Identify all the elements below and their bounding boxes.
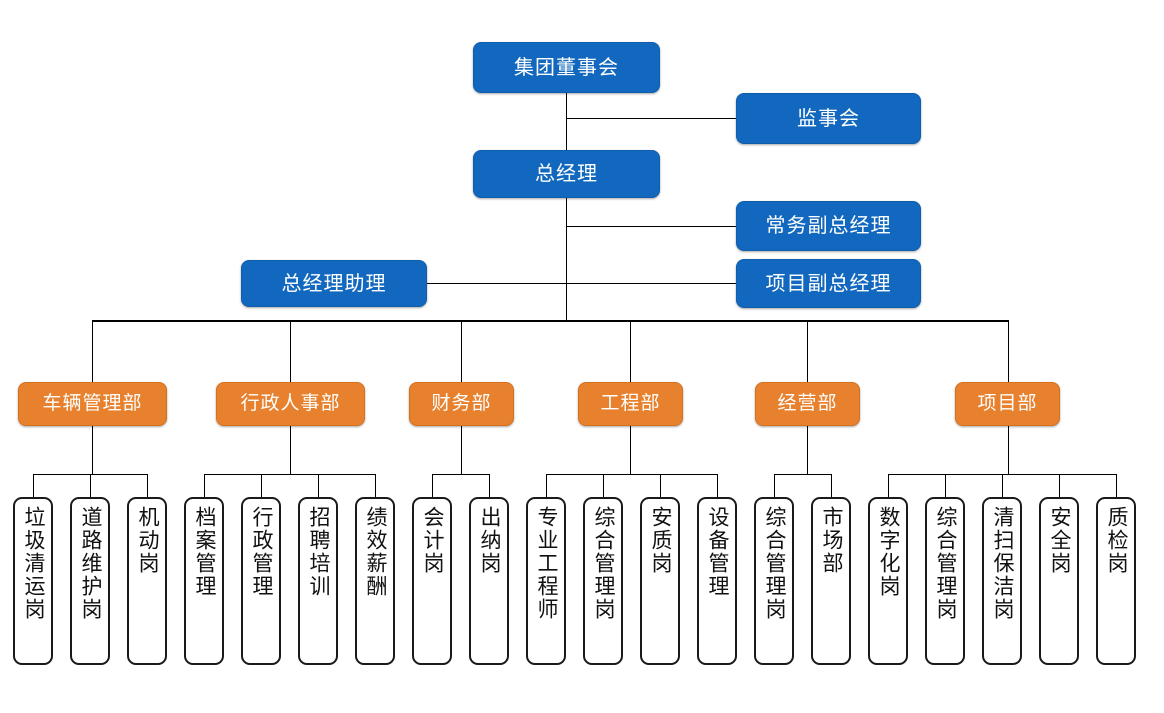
drop-to-dept-0 xyxy=(92,320,93,382)
drop-leaf-0-0 xyxy=(33,474,34,497)
drop-leaf-1-1 xyxy=(261,474,262,497)
leaf-label: 综合管理岗 xyxy=(592,506,616,621)
leaf-label: 设备管理 xyxy=(706,506,730,598)
leaf-label: 出纳岗 xyxy=(478,506,502,575)
drop-leaf-5-4 xyxy=(1116,474,1117,497)
leaf-label: 档案管理 xyxy=(193,506,217,598)
leaf-label: 综合管理岗 xyxy=(763,506,787,621)
leaf-position-5-2[interactable]: 清扫保洁岗 xyxy=(982,497,1022,665)
drop-leaf-1-3 xyxy=(375,474,376,497)
leaf-position-1-1[interactable]: 行政管理 xyxy=(241,497,281,665)
drop-to-dept-2 xyxy=(461,320,462,382)
leaf-label: 行政管理 xyxy=(250,506,274,598)
leaf-label: 绩效薪酬 xyxy=(364,506,388,598)
leaf-label: 质检岗 xyxy=(1105,506,1129,575)
leaf-position-3-1[interactable]: 综合管理岗 xyxy=(583,497,623,665)
node-department-5[interactable]: 项目部 xyxy=(955,382,1060,426)
node-general-manager[interactable]: 总经理 xyxy=(473,150,660,198)
stem-dept-3 xyxy=(630,425,631,474)
department-bus xyxy=(92,320,1009,322)
connector-board-to-supervisory xyxy=(566,118,736,119)
leaf-position-4-1[interactable]: 市场部 xyxy=(811,497,851,665)
drop-leaf-3-0 xyxy=(546,474,547,497)
leaf-position-5-1[interactable]: 综合管理岗 xyxy=(925,497,965,665)
drop-leaf-1-0 xyxy=(204,474,205,497)
drop-to-dept-5 xyxy=(1008,320,1009,382)
stem-dept-0 xyxy=(92,425,93,474)
leaf-position-0-0[interactable]: 垃圾清运岗 xyxy=(13,497,53,665)
drop-to-dept-4 xyxy=(807,320,808,382)
bus-dept-1 xyxy=(204,474,376,475)
drop-leaf-2-0 xyxy=(432,474,433,497)
connector-gm-trunk xyxy=(566,198,567,321)
leaf-label: 会计岗 xyxy=(421,506,445,575)
node-gm-assistant[interactable]: 总经理助理 xyxy=(241,260,427,307)
leaf-position-5-0[interactable]: 数字化岗 xyxy=(868,497,908,665)
leaf-label: 安全岗 xyxy=(1048,506,1072,575)
leaf-label: 机动岗 xyxy=(136,506,160,575)
drop-leaf-5-3 xyxy=(1059,474,1060,497)
leaf-label: 专业工程师 xyxy=(535,506,559,621)
drop-leaf-4-1 xyxy=(831,474,832,497)
leaf-position-1-2[interactable]: 招聘培训 xyxy=(298,497,338,665)
leaf-label: 清扫保洁岗 xyxy=(991,506,1015,621)
node-department-3[interactable]: 工程部 xyxy=(578,382,683,426)
node-executive-vice-gm[interactable]: 常务副总经理 xyxy=(736,201,921,251)
drop-leaf-5-2 xyxy=(1002,474,1003,497)
leaf-position-1-3[interactable]: 绩效薪酬 xyxy=(355,497,395,665)
leaf-position-3-2[interactable]: 安质岗 xyxy=(640,497,680,665)
leaf-position-1-0[interactable]: 档案管理 xyxy=(184,497,224,665)
stem-dept-5 xyxy=(1008,425,1009,474)
drop-leaf-4-0 xyxy=(774,474,775,497)
leaf-position-2-0[interactable]: 会计岗 xyxy=(412,497,452,665)
node-board-of-directors[interactable]: 集团董事会 xyxy=(473,42,660,93)
connector-gm-to-assistant xyxy=(427,283,566,284)
leaf-position-0-1[interactable]: 道路维护岗 xyxy=(70,497,110,665)
leaf-label: 综合管理岗 xyxy=(934,506,958,621)
drop-leaf-0-1 xyxy=(90,474,91,497)
leaf-position-3-0[interactable]: 专业工程师 xyxy=(526,497,566,665)
stem-dept-1 xyxy=(290,425,291,474)
stem-dept-2 xyxy=(461,425,462,474)
bus-dept-2 xyxy=(432,474,490,475)
leaf-label: 安质岗 xyxy=(649,506,673,575)
leaf-position-4-0[interactable]: 综合管理岗 xyxy=(754,497,794,665)
drop-leaf-2-1 xyxy=(489,474,490,497)
drop-to-dept-3 xyxy=(630,320,631,382)
leaf-label: 招聘培训 xyxy=(307,506,331,598)
connector-gm-to-exec-vice xyxy=(566,226,736,227)
connector-board-to-gm xyxy=(566,92,567,152)
leaf-position-0-2[interactable]: 机动岗 xyxy=(127,497,167,665)
node-supervisory-board[interactable]: 监事会 xyxy=(736,93,921,144)
leaf-label: 市场部 xyxy=(820,506,844,575)
leaf-label: 道路维护岗 xyxy=(79,506,103,621)
leaf-position-5-3[interactable]: 安全岗 xyxy=(1039,497,1079,665)
node-project-vice-gm[interactable]: 项目副总经理 xyxy=(736,259,921,308)
drop-leaf-1-2 xyxy=(318,474,319,497)
bus-dept-3 xyxy=(546,474,718,475)
node-department-1[interactable]: 行政人事部 xyxy=(216,382,365,426)
drop-to-dept-1 xyxy=(290,320,291,382)
node-department-0[interactable]: 车辆管理部 xyxy=(18,382,167,426)
drop-leaf-3-1 xyxy=(603,474,604,497)
leaf-position-2-1[interactable]: 出纳岗 xyxy=(469,497,509,665)
drop-leaf-3-3 xyxy=(717,474,718,497)
connector-gm-to-project-vice xyxy=(566,283,736,284)
leaf-position-3-3[interactable]: 设备管理 xyxy=(697,497,737,665)
node-department-4[interactable]: 经营部 xyxy=(755,382,860,426)
drop-leaf-5-0 xyxy=(888,474,889,497)
stem-dept-4 xyxy=(807,425,808,474)
bus-dept-4 xyxy=(774,474,832,475)
drop-leaf-3-2 xyxy=(660,474,661,497)
drop-leaf-5-1 xyxy=(945,474,946,497)
leaf-label: 垃圾清运岗 xyxy=(22,506,46,621)
leaf-position-5-4[interactable]: 质检岗 xyxy=(1096,497,1136,665)
drop-leaf-0-2 xyxy=(147,474,148,497)
leaf-label: 数字化岗 xyxy=(877,506,901,598)
node-department-2[interactable]: 财务部 xyxy=(409,382,514,426)
